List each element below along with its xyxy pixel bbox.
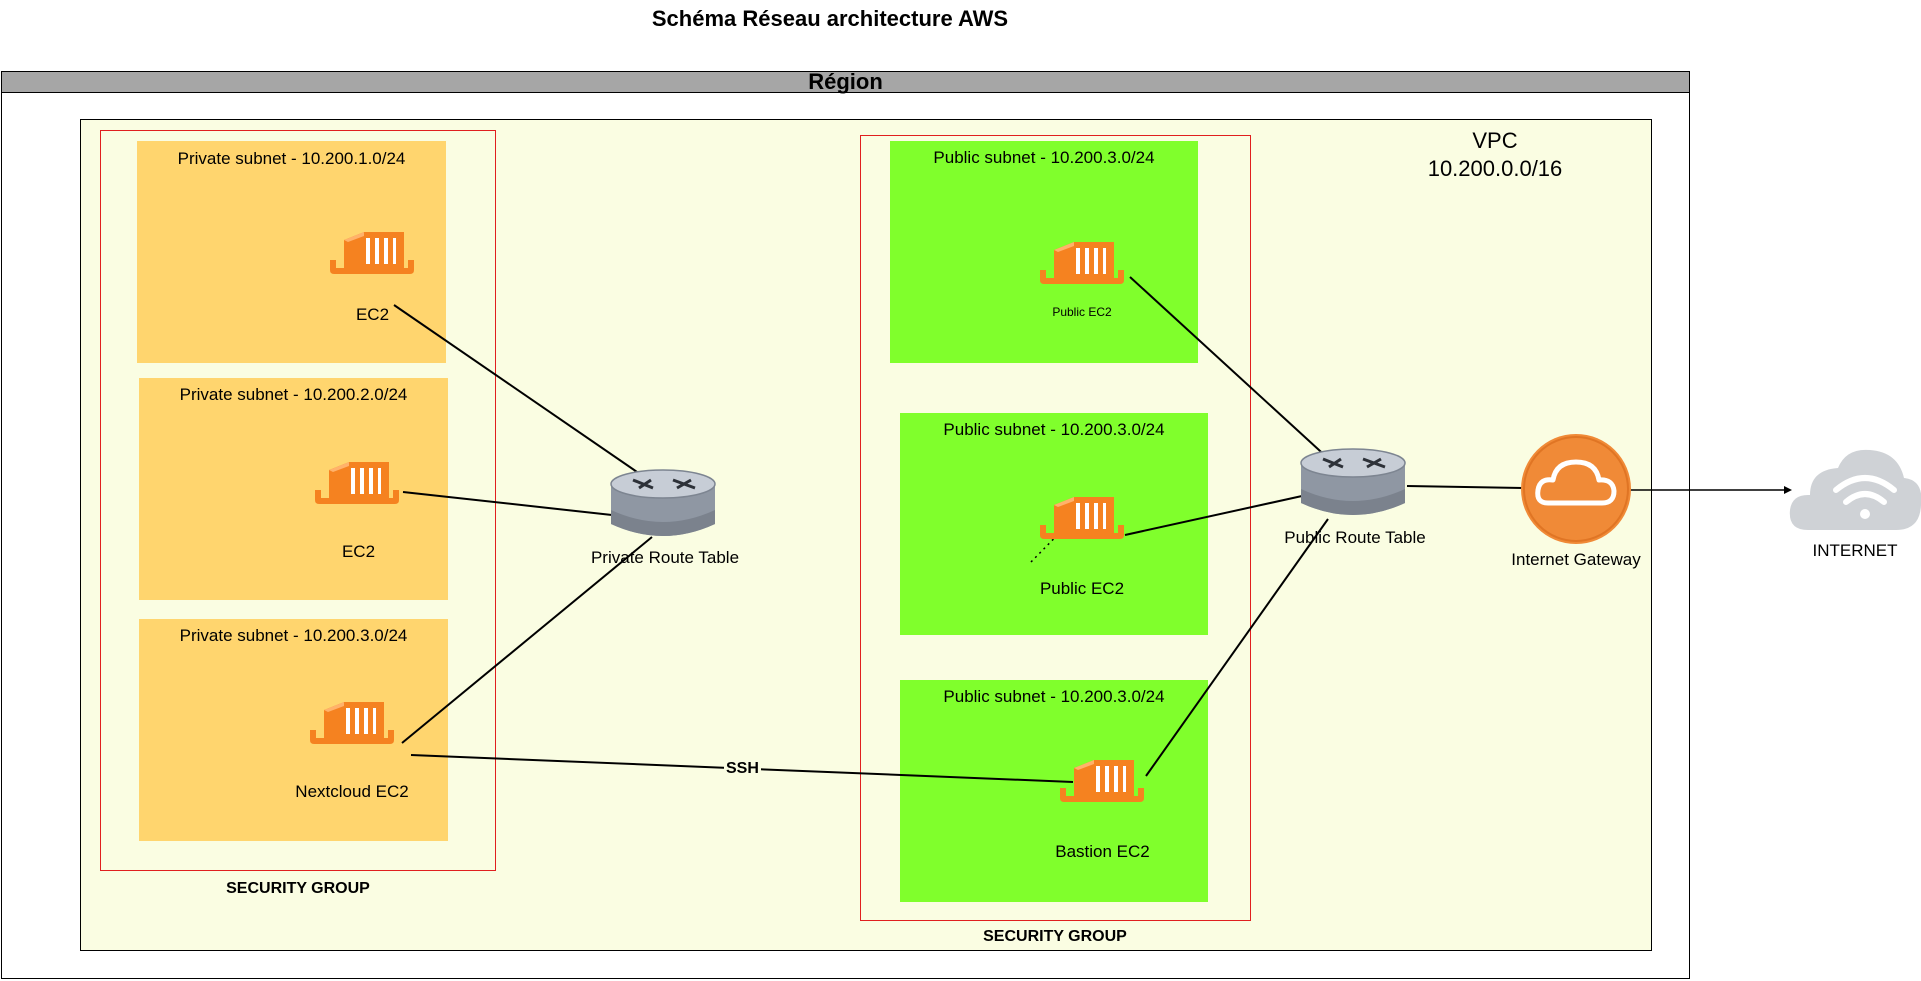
security-group-public-label: SECURITY GROUP xyxy=(983,928,1127,945)
internet-gateway-icon xyxy=(1521,434,1631,544)
ec2-icon xyxy=(1040,497,1124,539)
diagram-title: Schéma Réseau architecture AWS xyxy=(651,6,1009,31)
public-subnet-1 xyxy=(890,141,1198,363)
private-subnet-2-title: Private subnet - 10.200.2.0/24 xyxy=(179,385,408,404)
link-public-rt-gateway xyxy=(1406,485,1524,489)
ec2-label-2: EC2 xyxy=(341,542,376,561)
public-ec2-label-2: Public EC2 xyxy=(1039,579,1125,598)
link-bastion-public-rt xyxy=(1145,518,1329,777)
ec2-icon xyxy=(310,702,394,744)
security-group-private xyxy=(100,130,496,871)
security-group-private-label: SECURITY GROUP xyxy=(226,880,370,897)
internet-label: INTERNET xyxy=(1812,541,1898,560)
private-subnet-2 xyxy=(139,378,448,600)
router-icon xyxy=(609,468,717,538)
ssh-label: SSH xyxy=(724,760,761,778)
vpc-cidr: 10.200.0.0/16 xyxy=(1427,156,1563,181)
router-icon xyxy=(1299,447,1407,517)
ec2-icon xyxy=(1040,242,1124,284)
security-group-public xyxy=(860,135,1251,921)
public-route-table-label: Public Route Table xyxy=(1284,528,1426,547)
ec2-label-1: EC2 xyxy=(355,305,390,324)
vpc-name: VPC xyxy=(1472,128,1518,153)
internet-cloud-icon xyxy=(1789,449,1921,530)
public-subnet-3-title: Public subnet - 10.200.3.0/24 xyxy=(943,687,1165,706)
nextcloud-ec2-label: Nextcloud EC2 xyxy=(295,782,409,801)
private-route-table-label: Private Route Table xyxy=(590,548,740,567)
vpc-label: VPC 10.200.0.0/16 xyxy=(1400,127,1590,183)
public-subnet-1-title: Public subnet - 10.200.3.0/24 xyxy=(933,148,1155,167)
link-nextcloud-private-rt xyxy=(401,536,653,744)
internet-gateway-label: Internet Gateway xyxy=(1511,550,1641,569)
region-label: Région xyxy=(1,71,1690,93)
link-public-ec2-1-public-rt xyxy=(1129,276,1332,462)
private-subnet-3 xyxy=(139,619,448,841)
public-subnet-2-title: Public subnet - 10.200.3.0/24 xyxy=(943,420,1165,439)
ec2-icon xyxy=(330,232,414,274)
link-public-ec2-2-public-rt xyxy=(1124,495,1303,536)
public-subnet-3 xyxy=(900,680,1208,902)
ec2-icon xyxy=(315,462,399,504)
private-subnet-1-title: Private subnet - 10.200.1.0/24 xyxy=(177,149,406,168)
private-subnet-3-title: Private subnet - 10.200.3.0/24 xyxy=(179,626,408,645)
link-ec2-1-private-rt xyxy=(393,304,641,475)
link-ec2-2-private-rt xyxy=(402,491,613,516)
bastion-ec2-label: Bastion EC2 xyxy=(1055,842,1150,861)
arrow-head-internet xyxy=(1784,486,1792,494)
public-ec2-label-1: Public EC2 xyxy=(1052,305,1112,319)
